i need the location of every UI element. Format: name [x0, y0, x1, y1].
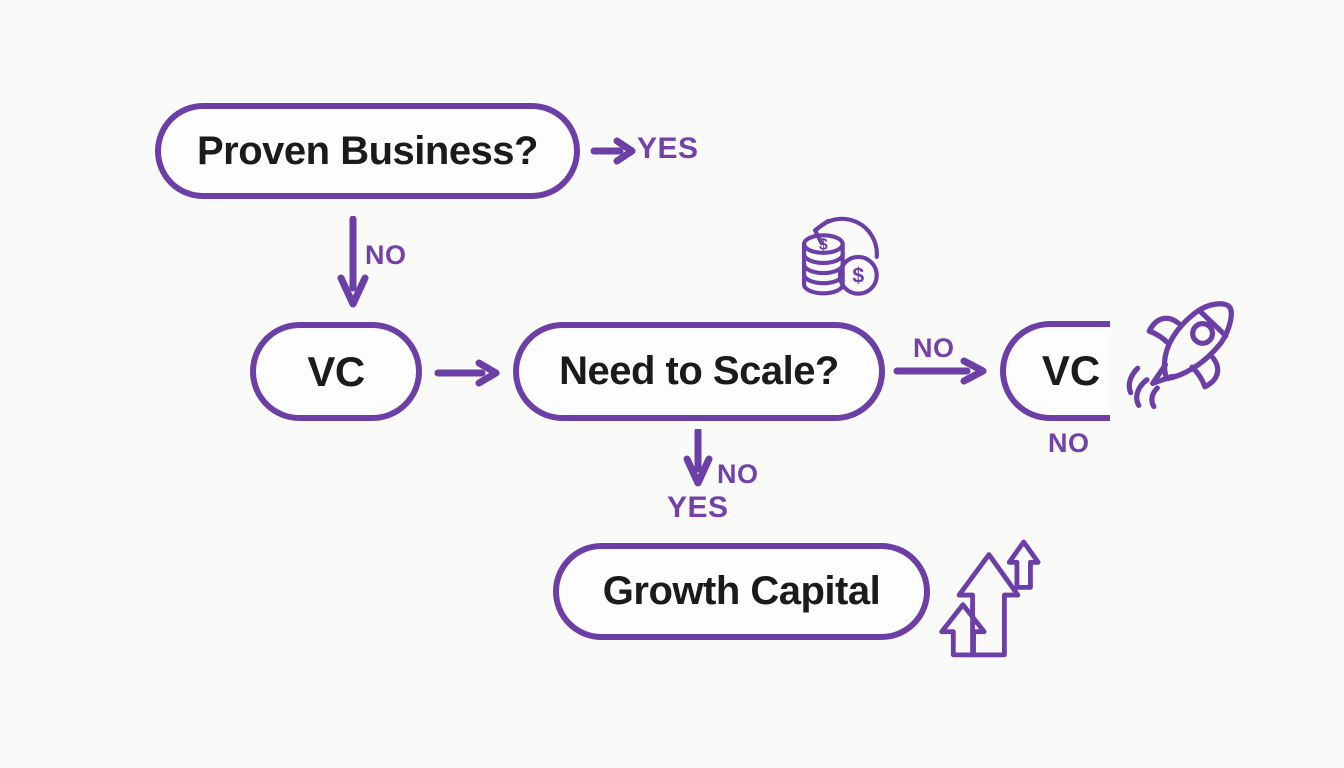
edge-label-no-top: NO	[365, 240, 407, 270]
coin-circle-dollar-glyph: $	[852, 265, 864, 288]
arrow-proven-no-down	[337, 216, 369, 308]
node-proven-business: Proven Business?	[155, 103, 580, 199]
node-vc-right-label: VC	[1041, 347, 1101, 394]
arrow-vc-to-scale	[434, 359, 500, 387]
edge-label-no-right: NO	[913, 333, 955, 363]
coin-dollar-glyph: $	[819, 237, 828, 254]
node-vc-right: VC	[1000, 321, 1110, 421]
node-vc-left: VC	[250, 322, 422, 421]
arrow-scale-no-right	[893, 357, 987, 385]
coins-refresh-icon: $ $	[801, 216, 879, 296]
node-proven-business-label: Proven Business?	[196, 128, 539, 173]
growth-arrows-icon	[939, 539, 1041, 658]
node-growth-capital-label: Growth Capital	[602, 569, 881, 613]
edge-label-no-down: NO	[717, 459, 759, 489]
node-need-to-scale: Need to Scale?	[513, 322, 885, 421]
node-growth-capital: Growth Capital	[553, 543, 930, 640]
node-need-to-scale-label: Need to Scale?	[559, 349, 839, 393]
arrow-proven-yes	[590, 137, 636, 165]
edge-label-no-under-vc: NO	[1048, 428, 1090, 458]
edge-label-yes-down: YES	[667, 491, 729, 524]
arrow-scale-down	[683, 429, 713, 487]
rocket-icon	[1126, 301, 1234, 410]
node-vc-left-label: VC	[307, 347, 365, 395]
edge-label-yes-top: YES	[637, 132, 699, 165]
